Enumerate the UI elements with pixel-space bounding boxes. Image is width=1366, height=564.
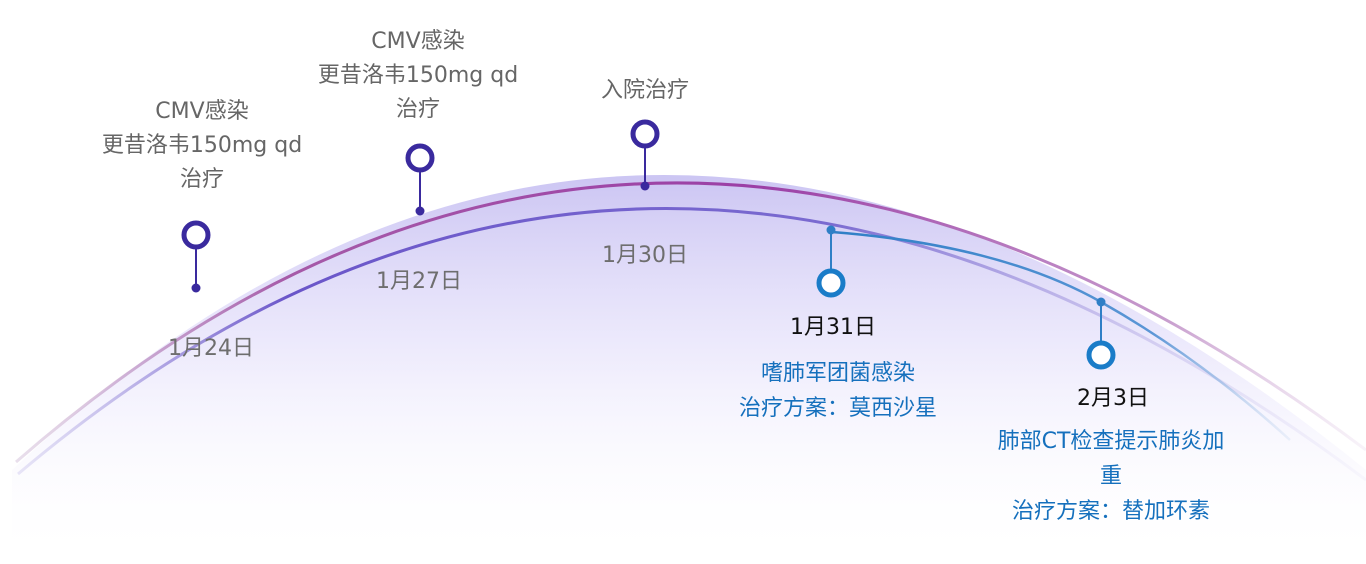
upper-arc	[15, 181, 1366, 464]
event-1-date: 1月24日	[168, 336, 254, 361]
event-3-marker	[630, 119, 660, 149]
event-1-line-2: 更昔洛韦150mg qd	[101, 133, 303, 158]
event-3-line-1: 入院治疗	[600, 78, 690, 103]
event-5-line-1: 肺部CT检查提示肺炎加	[997, 429, 1225, 454]
event-1-marker	[181, 220, 211, 250]
event-5-date: 2月3日	[1077, 386, 1149, 411]
event-3-date: 1月30日	[602, 243, 688, 268]
event-5-line-3: 治疗方案：替加环素	[1011, 499, 1210, 524]
event-2-line-3: 治疗	[395, 97, 440, 122]
event-2-dot	[415, 206, 425, 216]
event-4-date: 1月31日	[790, 315, 876, 340]
event-2-line-2: 更昔洛韦150mg qd	[317, 63, 519, 88]
event-4-line-1: 嗜肺军团菌感染	[760, 361, 916, 386]
dome-fill	[12, 175, 1366, 564]
event-5-line-2: 重	[1099, 464, 1122, 489]
event-5-description: 肺部CT检查提示肺炎加 重 治疗方案：替加环素	[998, 424, 1225, 529]
lower-arc	[17, 207, 1366, 482]
event-2-line-1: CMV感染	[371, 29, 465, 54]
event-1-description: CMV感染 更昔洛韦150mg qd 治疗	[102, 95, 302, 197]
event-3-description: 入院治疗	[601, 74, 689, 108]
event-1-line-3: 治疗	[179, 167, 224, 192]
event-1-line-1: CMV感染	[155, 99, 249, 124]
event-2-date: 1月27日	[376, 269, 462, 294]
event-1-dot	[191, 283, 201, 293]
event-4-marker	[816, 268, 846, 298]
event-4-description: 嗜肺军团菌感染 治疗方案：莫西沙星	[739, 356, 937, 426]
event-2-marker	[405, 143, 435, 173]
event-2-description: CMV感染 更昔洛韦150mg qd 治疗	[318, 25, 518, 127]
event-5-marker	[1086, 340, 1116, 370]
event-4-line-2: 治疗方案：莫西沙星	[738, 396, 938, 421]
event-3-dot	[640, 181, 650, 191]
